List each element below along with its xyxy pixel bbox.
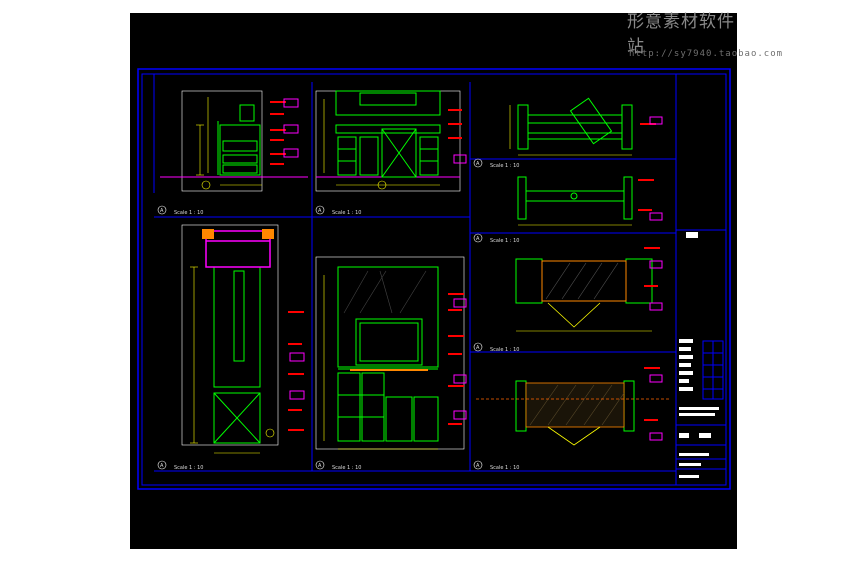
view-4-label: A Scale 1 : 10 [315,460,361,471]
svg-text:A: A [476,345,480,351]
view-8-label: A Scale 1 : 10 [473,460,519,471]
view-6-label: A Scale 1 : 10 [473,233,519,244]
svg-text:Scale 1 : 10: Scale 1 : 10 [490,347,519,353]
svg-text:A: A [476,161,480,167]
watermark-url: http://sy7940.taobao.com [629,49,784,59]
svg-text:A: A [476,463,480,469]
view-1-elevation [160,90,308,192]
view-2-elevation [315,90,467,192]
sheet-outer-border [137,68,731,490]
svg-text:A: A [160,463,164,469]
view-grid [154,74,677,485]
watermark-title: 形意素材软件站 [627,12,735,57]
sheet-inner-border [141,73,727,486]
view-1-label: A Scale 1 : 10 [157,205,203,216]
svg-text:Scale 1 : 10: Scale 1 : 10 [332,465,361,471]
view-7-section [515,247,663,332]
title-block [676,229,726,478]
svg-text:A: A [160,208,164,214]
view-8-section [476,367,670,446]
cad-drawing-viewport[interactable]: 形意素材软件站 http://sy7940.taobao.com [130,12,782,549]
view-7-label: A Scale 1 : 10 [473,342,519,353]
svg-text:A: A [318,208,322,214]
svg-text:Scale 1 : 10: Scale 1 : 10 [174,210,203,216]
view-4-elevation [315,256,467,450]
view-labels: A Scale 1 : 10 A Scale 1 : 10 A Scale 1 … [157,158,519,471]
svg-text:Scale 1 : 10: Scale 1 : 10 [174,465,203,471]
svg-text:Scale 1 : 10: Scale 1 : 10 [490,465,519,471]
view-2-label: A Scale 1 : 10 [315,205,361,216]
svg-text:A: A [476,236,480,242]
svg-text:Scale 1 : 10: Scale 1 : 10 [490,238,519,244]
view-3-elevation [181,224,305,454]
view-3-label: A Scale 1 : 10 [157,460,203,471]
svg-text:A: A [318,463,322,469]
svg-text:Scale 1 : 10: Scale 1 : 10 [332,210,361,216]
view-6-plan [517,176,663,226]
view-5-label: A Scale 1 : 10 [473,158,519,169]
svg-text:Scale 1 : 10: Scale 1 : 10 [490,163,519,169]
view-5-plan [509,97,663,156]
drawing-sheet: A Scale 1 : 10 A Scale 1 : 10 A Scale 1 … [137,68,731,490]
